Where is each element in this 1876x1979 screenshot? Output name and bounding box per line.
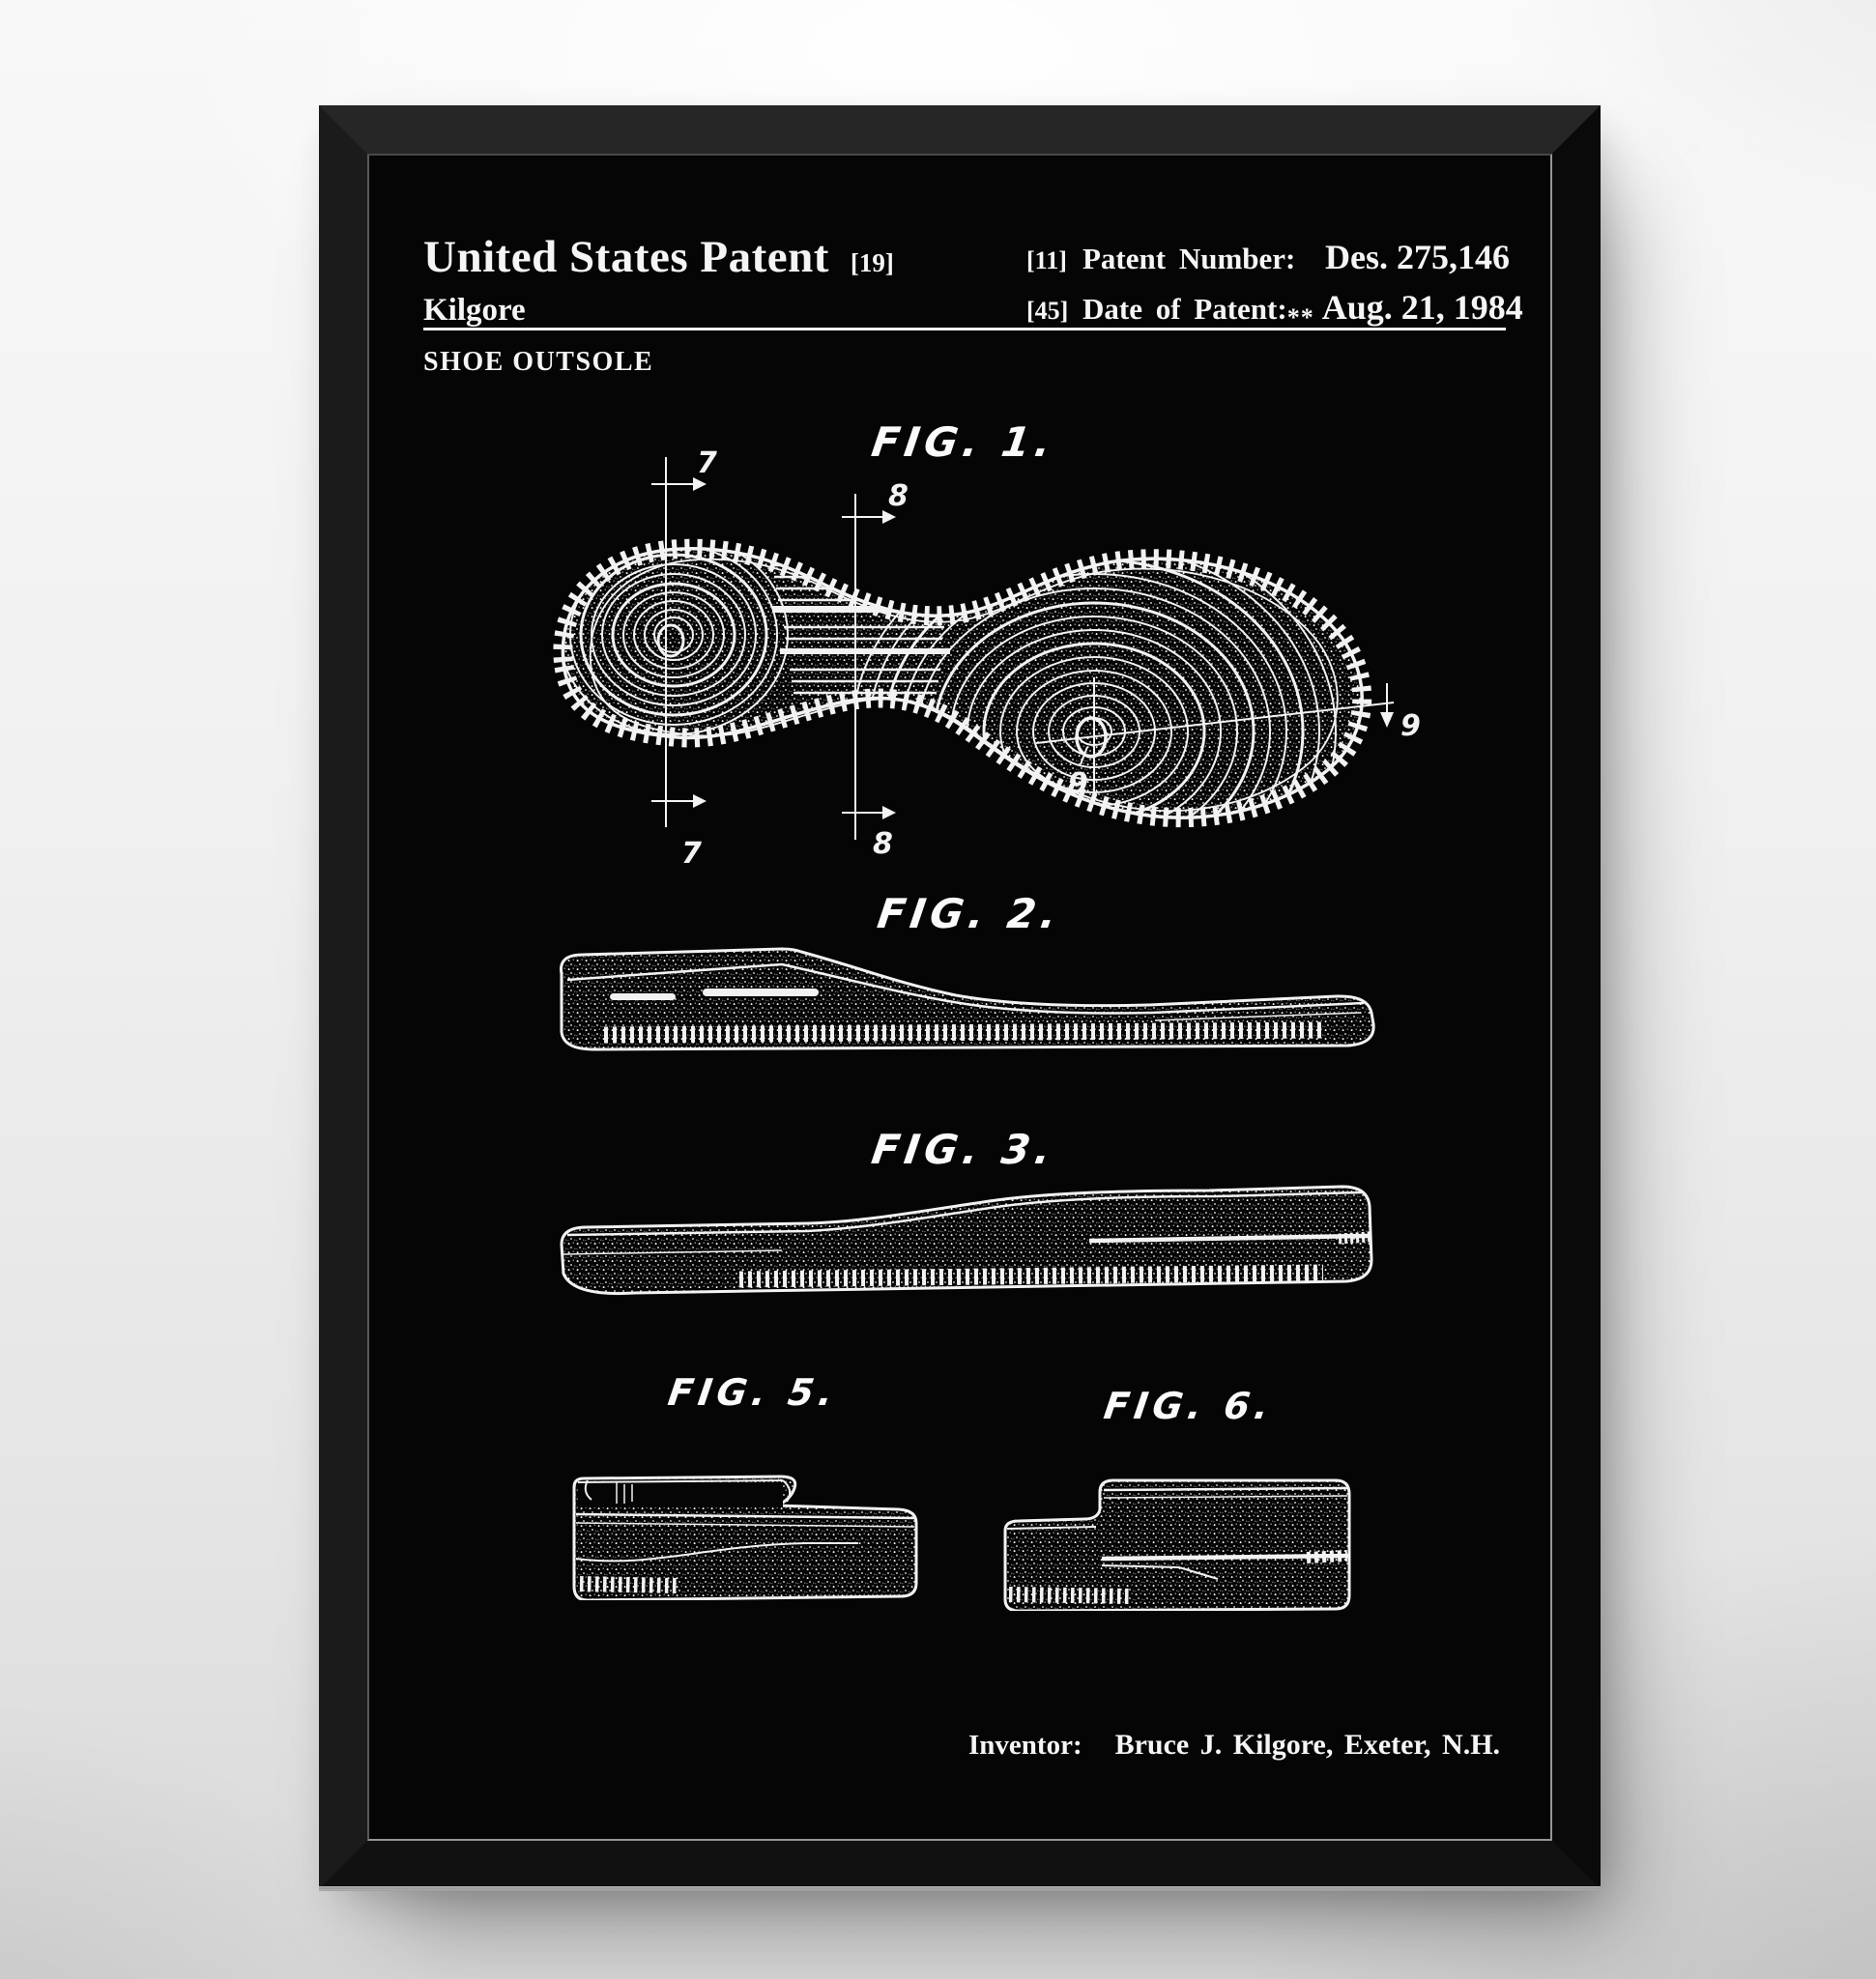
fig6-label: FIG. 6. [1101, 1385, 1277, 1427]
title-kind-code: [19] [850, 248, 894, 277]
patent-number-label: Patent Number: [1082, 242, 1296, 275]
inventor-label: Inventor: [968, 1730, 1082, 1761]
picture-frame: United States Patent [19] Kilgore [11] P… [319, 105, 1601, 1889]
date-code: [45] [1026, 297, 1069, 325]
fig3-label: FIG. 3. [868, 1126, 1059, 1173]
date-asterisks: ** [1286, 303, 1314, 331]
patent-title: United States Patent [423, 232, 829, 282]
fig1-ref-7-bottom: 7 [681, 837, 702, 871]
fig1-ref-9-right: 9 [1400, 709, 1421, 743]
fig5-drawing [572, 1475, 918, 1600]
patent-date-value: **Aug. 21, 1984 [1286, 287, 1523, 331]
assignee-name: Kilgore [423, 293, 526, 328]
fig3-drawing [560, 1185, 1373, 1296]
patent-number-row: [11] Patent Number: Des. 275,146 [1026, 237, 1510, 277]
inventor-value: Bruce J. Kilgore, Exeter, N.H. [1114, 1729, 1501, 1761]
number-code: [11] [1026, 246, 1067, 274]
fig1-ref-9-inner: 9 [1068, 767, 1088, 801]
date-text: Aug. 21, 1984 [1321, 288, 1523, 327]
inventor-line: Inventor: Bruce J. Kilgore, Exeter, N.H. [968, 1729, 1500, 1762]
fig2-label: FIG. 2. [874, 890, 1065, 937]
frame-bottom-highlight [319, 1886, 1601, 1891]
fig6-drawing [1003, 1478, 1351, 1611]
fig1-ref-7-top: 7 [697, 446, 717, 480]
patent-header: United States Patent [19] [423, 231, 894, 283]
fig1-ref-8-bottom: 8 [873, 827, 893, 861]
patent-number-value: Des. 275,146 [1325, 238, 1510, 276]
fig1-drawing: 7 7 8 8 9 9 [553, 446, 1421, 871]
patent-poster: United States Patent [19] Kilgore [11] P… [367, 154, 1552, 1841]
patent-date-row: [45] Date of Patent: **Aug. 21, 1984 [1026, 287, 1523, 331]
fig1-ref-8-top: 8 [888, 479, 909, 513]
header-divider [423, 328, 1506, 330]
fig5-label: FIG. 5. [665, 1371, 841, 1414]
patent-subject: SHOE OUTSOLE [423, 347, 654, 377]
patent-date-label: Date of Patent: [1082, 292, 1287, 326]
fig2-drawing [559, 947, 1375, 1051]
